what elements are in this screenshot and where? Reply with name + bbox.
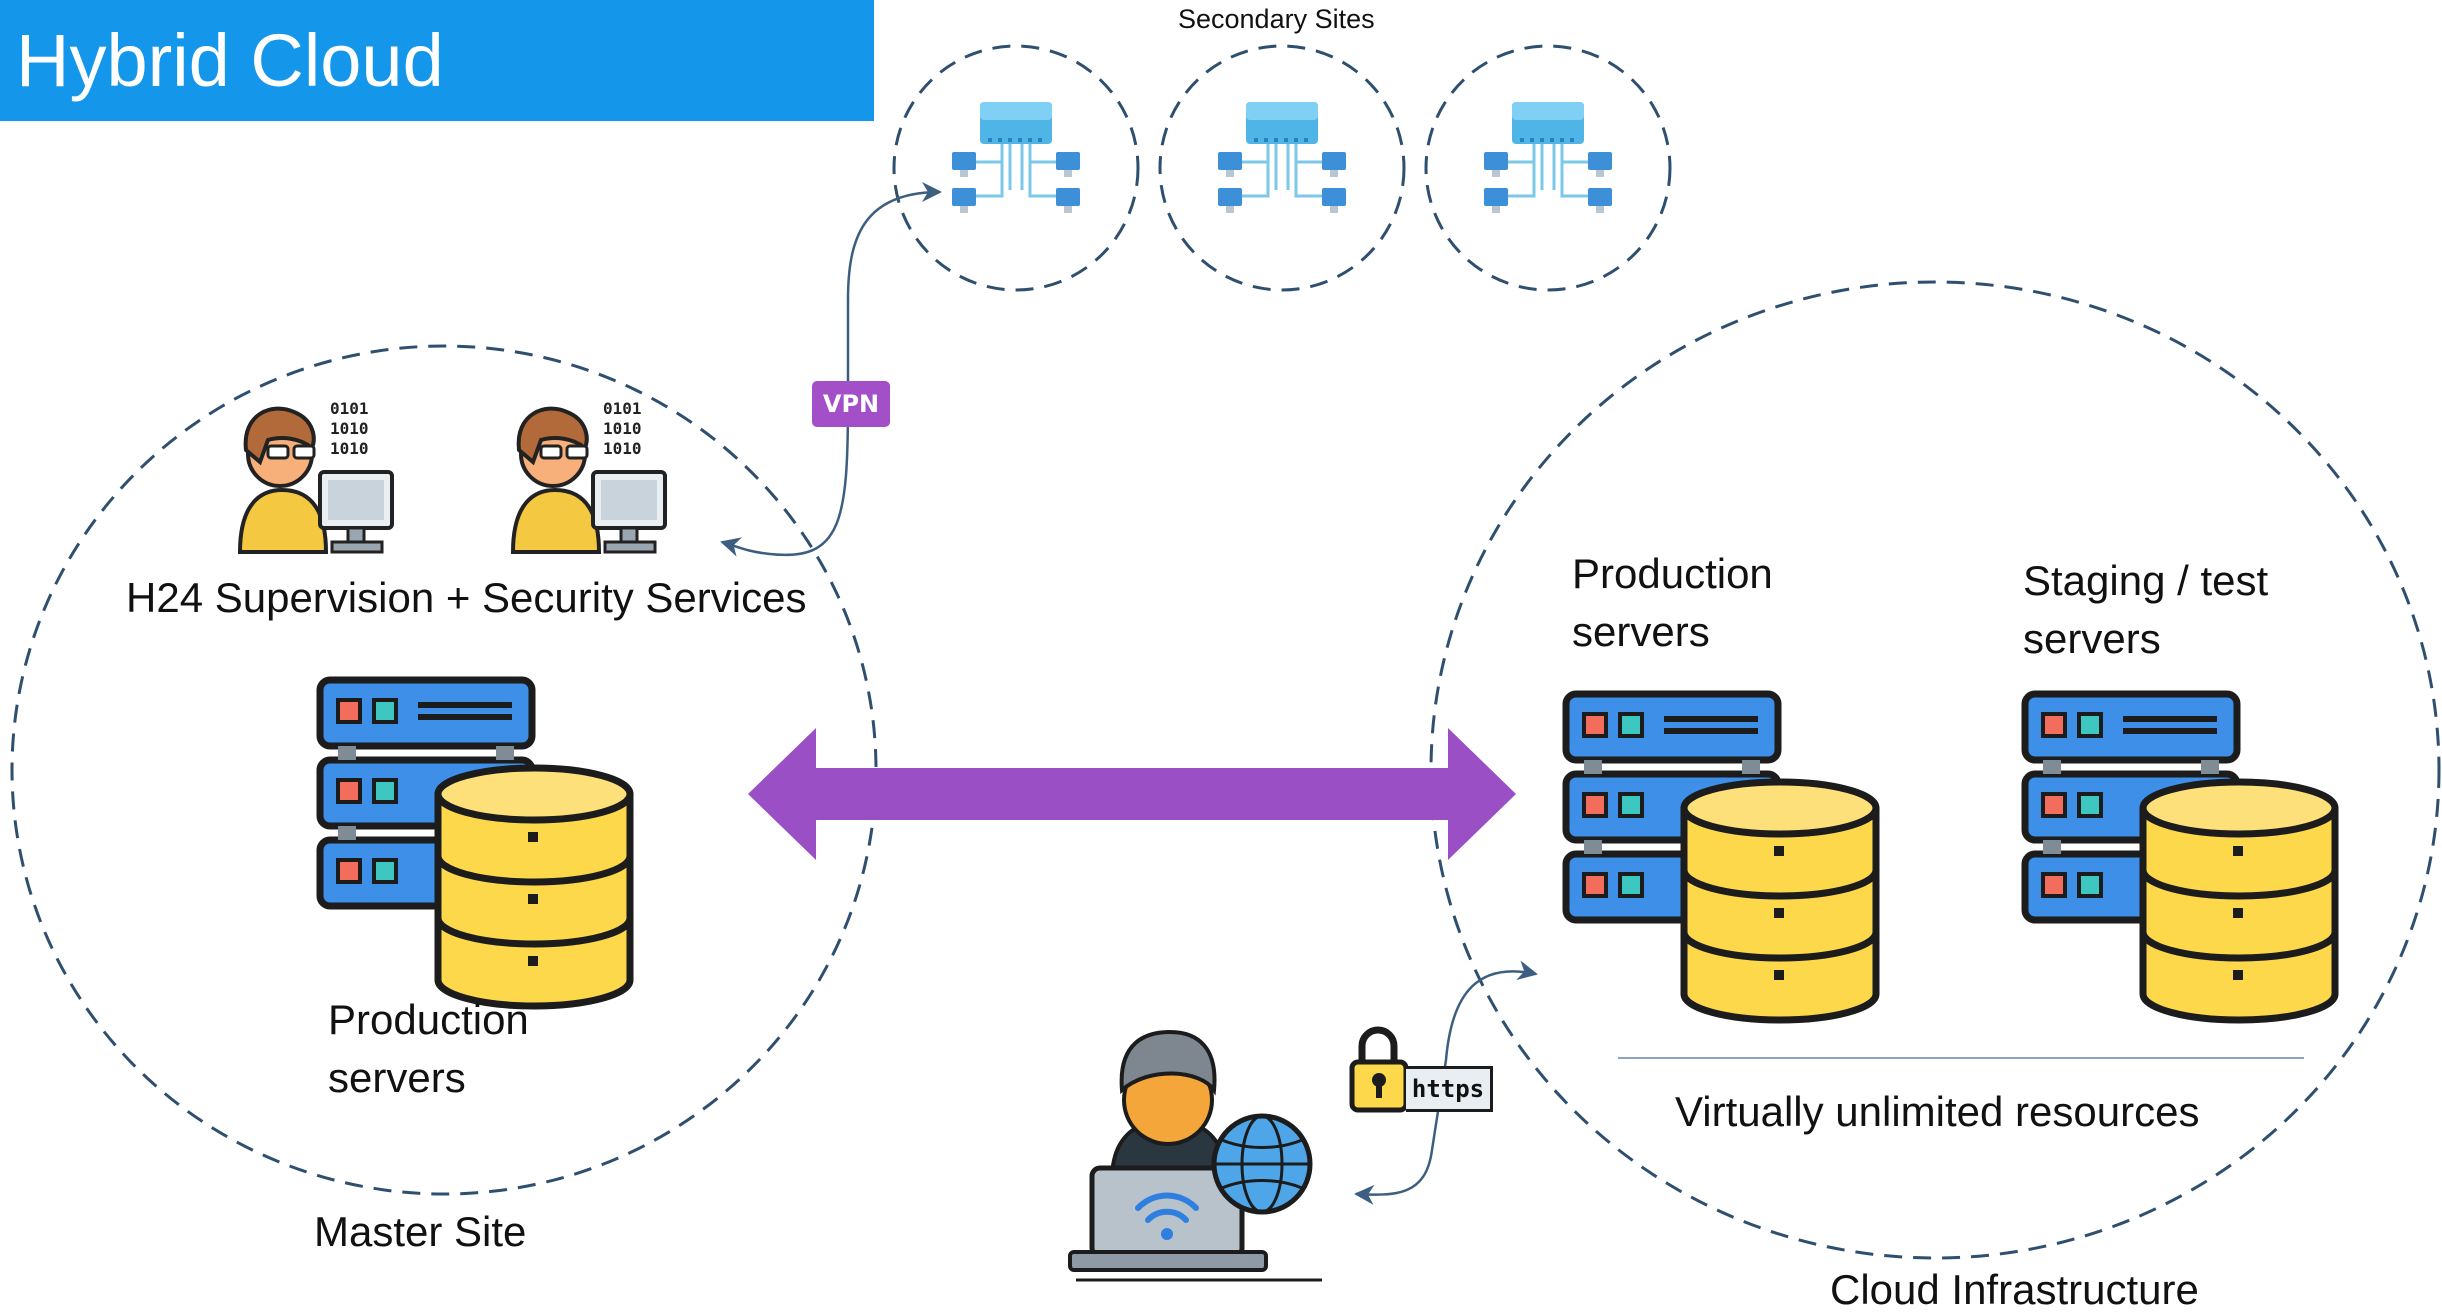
cloud-infrastructure-boundary: [1429, 280, 2441, 1260]
operator-at-computer-icon: [238, 397, 394, 554]
site-link-arrow: [748, 728, 1516, 860]
cloud-production-servers-label: Production servers: [1572, 550, 1773, 655]
vpn-connector: [720, 182, 942, 557]
vpn-badge: VPN: [812, 381, 890, 427]
network-switch-icon: [1216, 100, 1348, 215]
remote-user-laptop-globe-icon: [1068, 1029, 1322, 1282]
virtually-unlimited-resources-label: Virtually unlimited resources: [1675, 1088, 2200, 1135]
https-tag: https: [1406, 1066, 1493, 1112]
network-switch-icon: [1482, 100, 1614, 215]
padlock-icon: [1349, 1026, 1409, 1113]
server-database-icon: [2025, 694, 2335, 1020]
page-title: Hybrid Cloud: [0, 0, 874, 121]
secondary-sites-label: Secondary Sites: [1178, 4, 1375, 34]
https-connector: [1354, 960, 1538, 1205]
master-production-servers-label: Production servers: [328, 996, 529, 1101]
staging-test-servers-label: Staging / test servers: [2023, 557, 2269, 662]
secondary-site-1-boundary: [892, 44, 1140, 292]
operator-at-computer-icon: [511, 397, 667, 554]
network-switch-icon: [950, 100, 1082, 215]
secondary-site-3-boundary: [1424, 44, 1672, 292]
server-database-icon: [320, 680, 630, 1006]
supervision-services-label: H24 Supervision + Security Services: [126, 574, 807, 621]
secondary-site-2-boundary: [1158, 44, 1406, 292]
master-site-label: Master Site: [314, 1208, 527, 1255]
server-database-icon: [1566, 694, 1876, 1020]
cloud-infrastructure-label: Cloud Infrastructure: [1830, 1266, 2199, 1313]
